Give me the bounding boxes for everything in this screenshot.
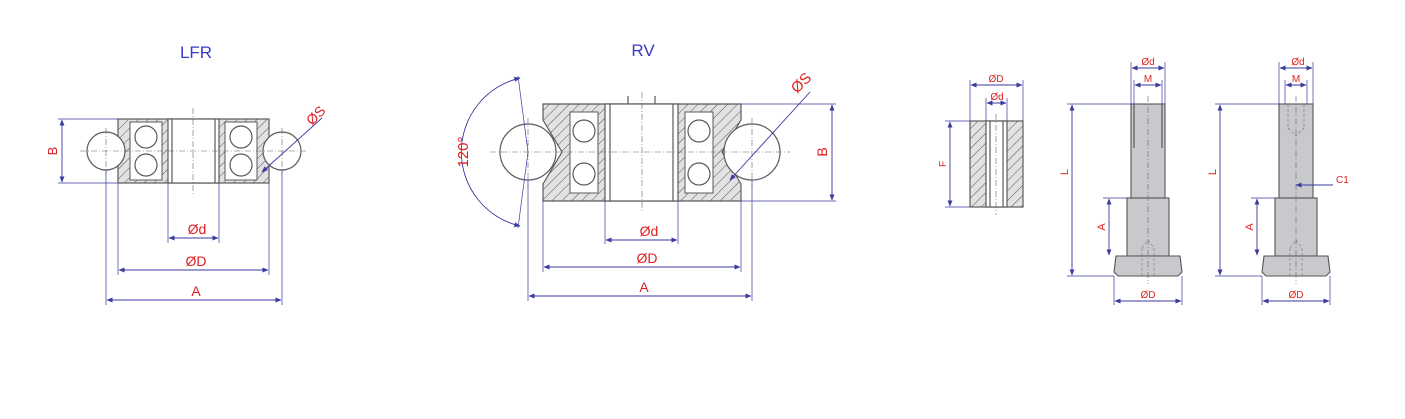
bolt-2-l-label: L [1207,169,1219,175]
rv-ball [572,162,596,186]
bolt-1-m-label: M [1144,74,1152,85]
lfr-ball [134,125,158,149]
bolt-2-d-label: Ød [1291,57,1304,68]
rv-b-label: B [814,147,830,156]
bolt-2-c1-label: C1 [1336,175,1349,186]
lfr-drawing: LFR B ØS Ød [45,43,328,305]
lfr-title: LFR [180,43,212,62]
rv-ball [687,162,711,186]
bushing-drawing: ØD Ød F [938,74,1024,215]
rv-bore [604,103,679,202]
lfr-a-label: A [191,283,201,299]
rv-angle-label: 120° [455,136,472,167]
rv-d-label: Ød [640,223,659,239]
lfr-d-label: Ød [188,221,207,237]
bolt-1-drawing: Ød M L A ØD [1059,57,1183,305]
rv-ball [572,119,596,143]
bushing-f-label: F [938,161,949,167]
bolt-1-d-label: Ød [1141,57,1154,68]
bushing-d-label: Ød [990,92,1003,103]
lfr-ball [134,153,158,177]
bolt-2-m-label: M [1292,74,1300,85]
rv-bigd-label: ØD [637,250,658,266]
lfr-bigd-label: ØD [186,253,207,269]
bolt-1-bigd-label: ØD [1141,290,1156,301]
bushing-bore [985,120,1008,208]
lfr-ball [229,153,253,177]
lfr-ball [229,125,253,149]
bolt-1-l-label: L [1059,169,1071,175]
rv-ball [687,119,711,143]
rv-s-label: ØS [788,69,815,96]
bushing-bigd-label: ØD [989,74,1004,85]
lfr-b-label: B [45,147,60,156]
lfr-s-label: ØS [303,102,329,128]
rv-a-label: A [639,279,649,295]
rv-title: RV [631,41,655,60]
bolt-1-a-label: A [1096,223,1108,231]
bolt-2-a-label: A [1244,223,1256,231]
rv-drawing: RV 120° ØS B [455,41,836,301]
bolt-2-bigd-label: ØD [1289,290,1304,301]
bolt-2-drawing: Ød M L A C1 ØD [1207,57,1349,305]
